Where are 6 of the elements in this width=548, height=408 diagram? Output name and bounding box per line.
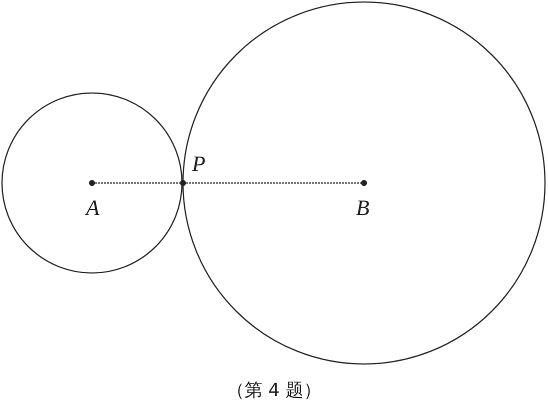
line-segment bbox=[95, 182, 180, 184]
point-label: P bbox=[192, 153, 206, 175]
figure-caption: （第 4 题） bbox=[226, 379, 322, 402]
point-label: B bbox=[356, 197, 370, 219]
line-segment bbox=[186, 182, 361, 184]
point-label: A bbox=[86, 197, 100, 219]
